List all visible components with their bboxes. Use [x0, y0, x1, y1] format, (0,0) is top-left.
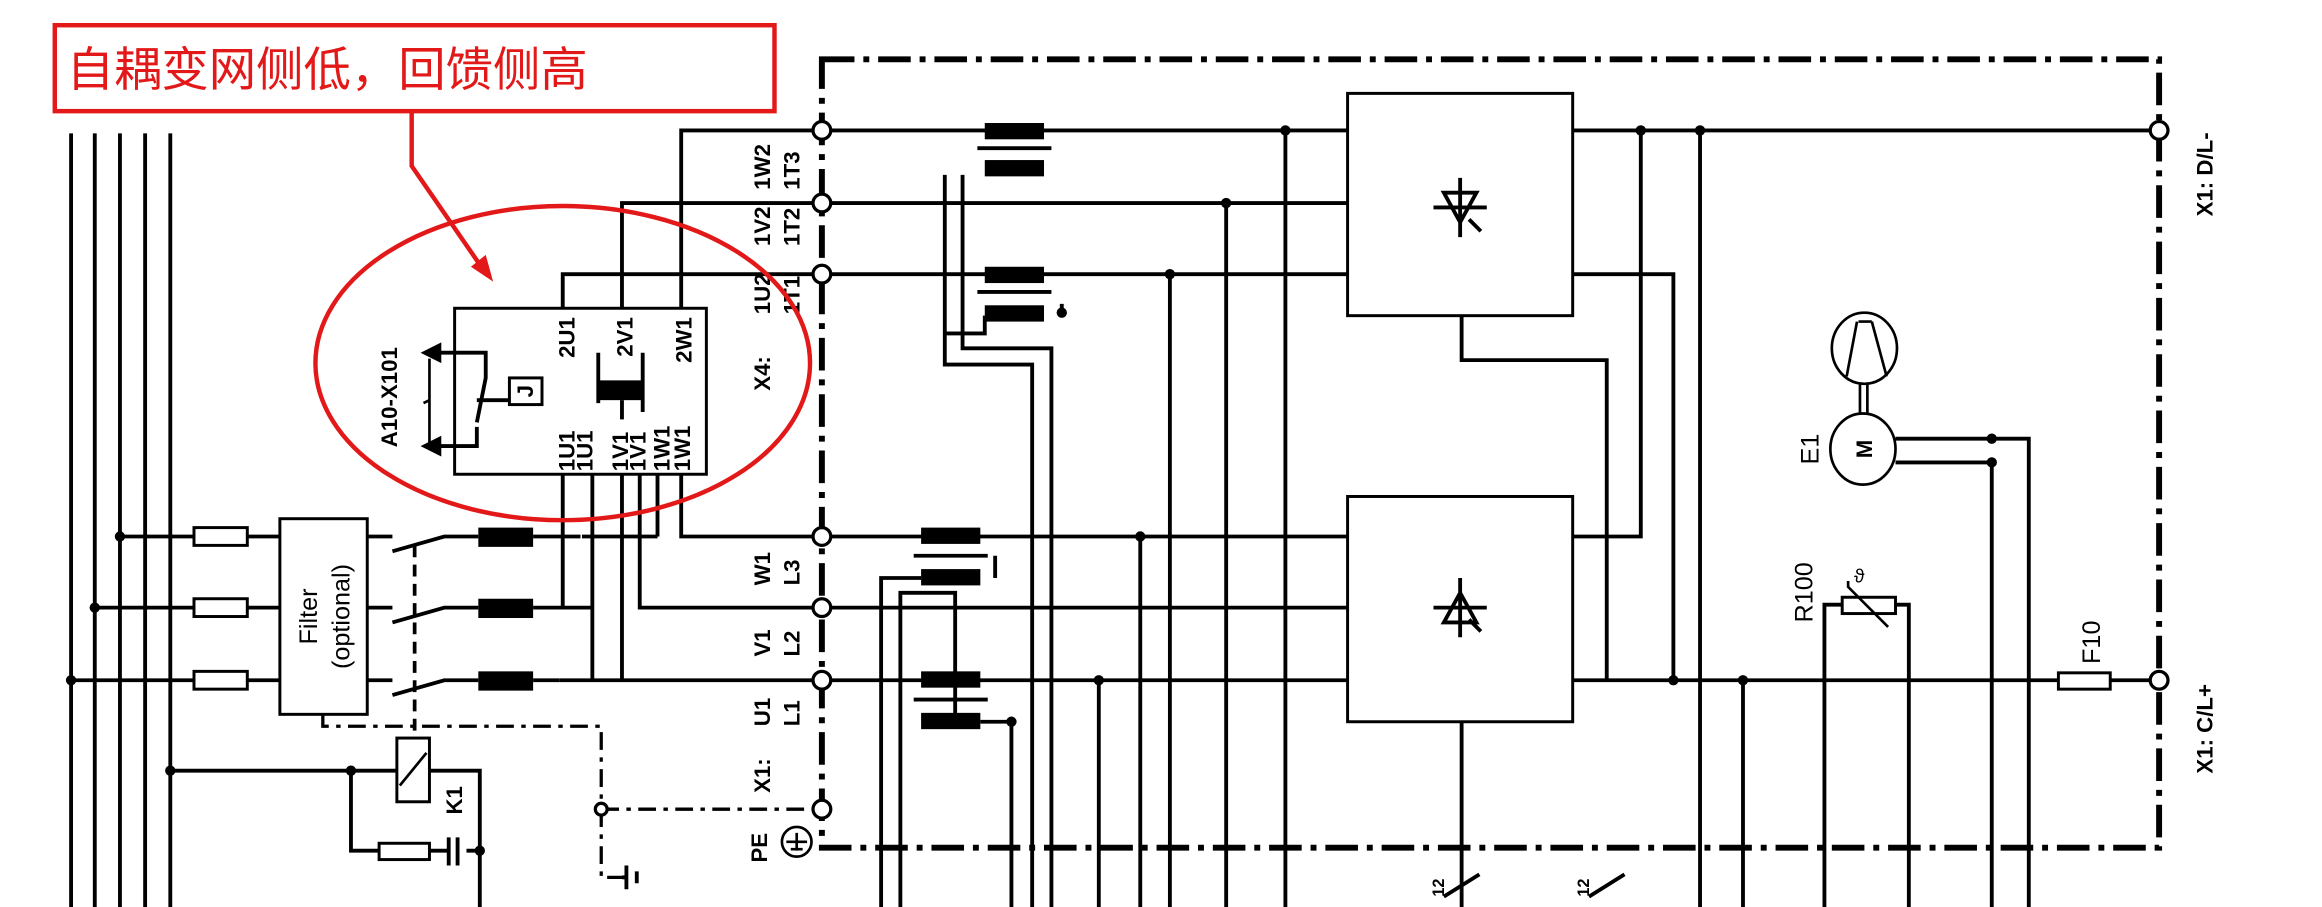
supply-bus [69, 133, 173, 907]
fuse-l1 [192, 669, 249, 691]
in-1w1-b: 1W1 [670, 426, 695, 472]
terminal-labels: X4: 1U2 1T1 1V2 1T2 1W2 1T3 X1: U1 L1 V1… [747, 144, 813, 863]
thyristor-bridge-motor [1346, 494, 1575, 724]
x4-1w2: 1W2 [750, 144, 775, 190]
k1-label: K1 [442, 786, 467, 814]
thyristor-icon [1433, 577, 1487, 638]
dc-positive-label: X1: C/L+ [2192, 684, 2217, 774]
autotransformer: J A10-X101 2U1 2V1 2W1 1U1 1U1 1V1 1V1 1… [377, 128, 822, 683]
x4-1t3: 1T3 [780, 151, 805, 189]
line-feeds [65, 526, 280, 691]
bus-width-mark: 12 [1430, 878, 1448, 896]
in-1w1-a: 1W1 [649, 426, 674, 472]
connector-a10-x101: A10-X101 [377, 347, 402, 447]
in-1v1-b: 1V1 [626, 432, 651, 472]
x1-v1: V1 [750, 629, 775, 656]
connector-brace [422, 358, 431, 445]
filter-box: Filter (optional) [278, 517, 369, 716]
x4-1t2: 1T2 [780, 208, 805, 246]
x1-l3: L3 [780, 559, 805, 585]
filter-optional-label: (optional) [327, 564, 355, 669]
x4-label: X4: [750, 356, 775, 391]
motor-m-label: M [1852, 440, 1877, 459]
terminal-points: X1: D/L- X1: C/L+ [811, 119, 2217, 820]
protective-earth-icon [780, 825, 813, 858]
in-1v1-a: 1V1 [608, 432, 633, 472]
x4-1v2: 1V2 [750, 206, 775, 246]
fan-e1-label: E1 [1797, 434, 1825, 465]
r100-label: R100 [1791, 562, 1819, 622]
x1-l1: L1 [780, 700, 805, 726]
x1-u1: U1 [750, 698, 775, 726]
fuse-f10: F10 [2056, 621, 2112, 691]
pe-label: PE [747, 833, 772, 863]
in-1u1-b: 1U1 [572, 431, 597, 472]
x1-w1: W1 [750, 552, 775, 585]
internal-wiring: 12 12 [821, 125, 2160, 907]
ground-icon [624, 865, 639, 890]
out-2u1: 2U1 [555, 317, 580, 358]
arrow-head-icon [470, 254, 494, 282]
dc-negative-label: X1: D/L- [2192, 132, 2217, 216]
fuse-l2 [192, 597, 249, 619]
filter-label: Filter [295, 589, 323, 645]
relay-j-label: J [513, 385, 538, 397]
annotation-text: 自耦变网侧低，回馈侧高 [67, 43, 588, 98]
annotation: 自耦变网侧低，回馈侧高 [52, 22, 813, 523]
main-contactor [367, 527, 581, 756]
out-2w1: 2W1 [672, 317, 697, 363]
thyristor-icon [1433, 177, 1487, 238]
enclosure-frame [818, 56, 2163, 851]
in-1u1-a: 1U1 [555, 431, 580, 472]
x1-l2: L2 [780, 631, 805, 657]
k1-contactor-coil: K1 [165, 714, 822, 907]
thyristor-bridge-regen [1346, 91, 1575, 318]
f10-label: F10 [2078, 621, 2106, 664]
temperature-symbol: ϑ [1854, 566, 1865, 587]
out-2v1: 2V1 [612, 317, 637, 357]
fuse-l3 [192, 526, 249, 547]
line-chokes [913, 123, 1052, 730]
thermistor-r100: ϑ R100 [1791, 562, 1911, 907]
bus-width-mark: 12 [1575, 878, 1593, 896]
x1-label: X1: [750, 758, 775, 793]
fan-e1: M E1 [1797, 311, 2031, 907]
